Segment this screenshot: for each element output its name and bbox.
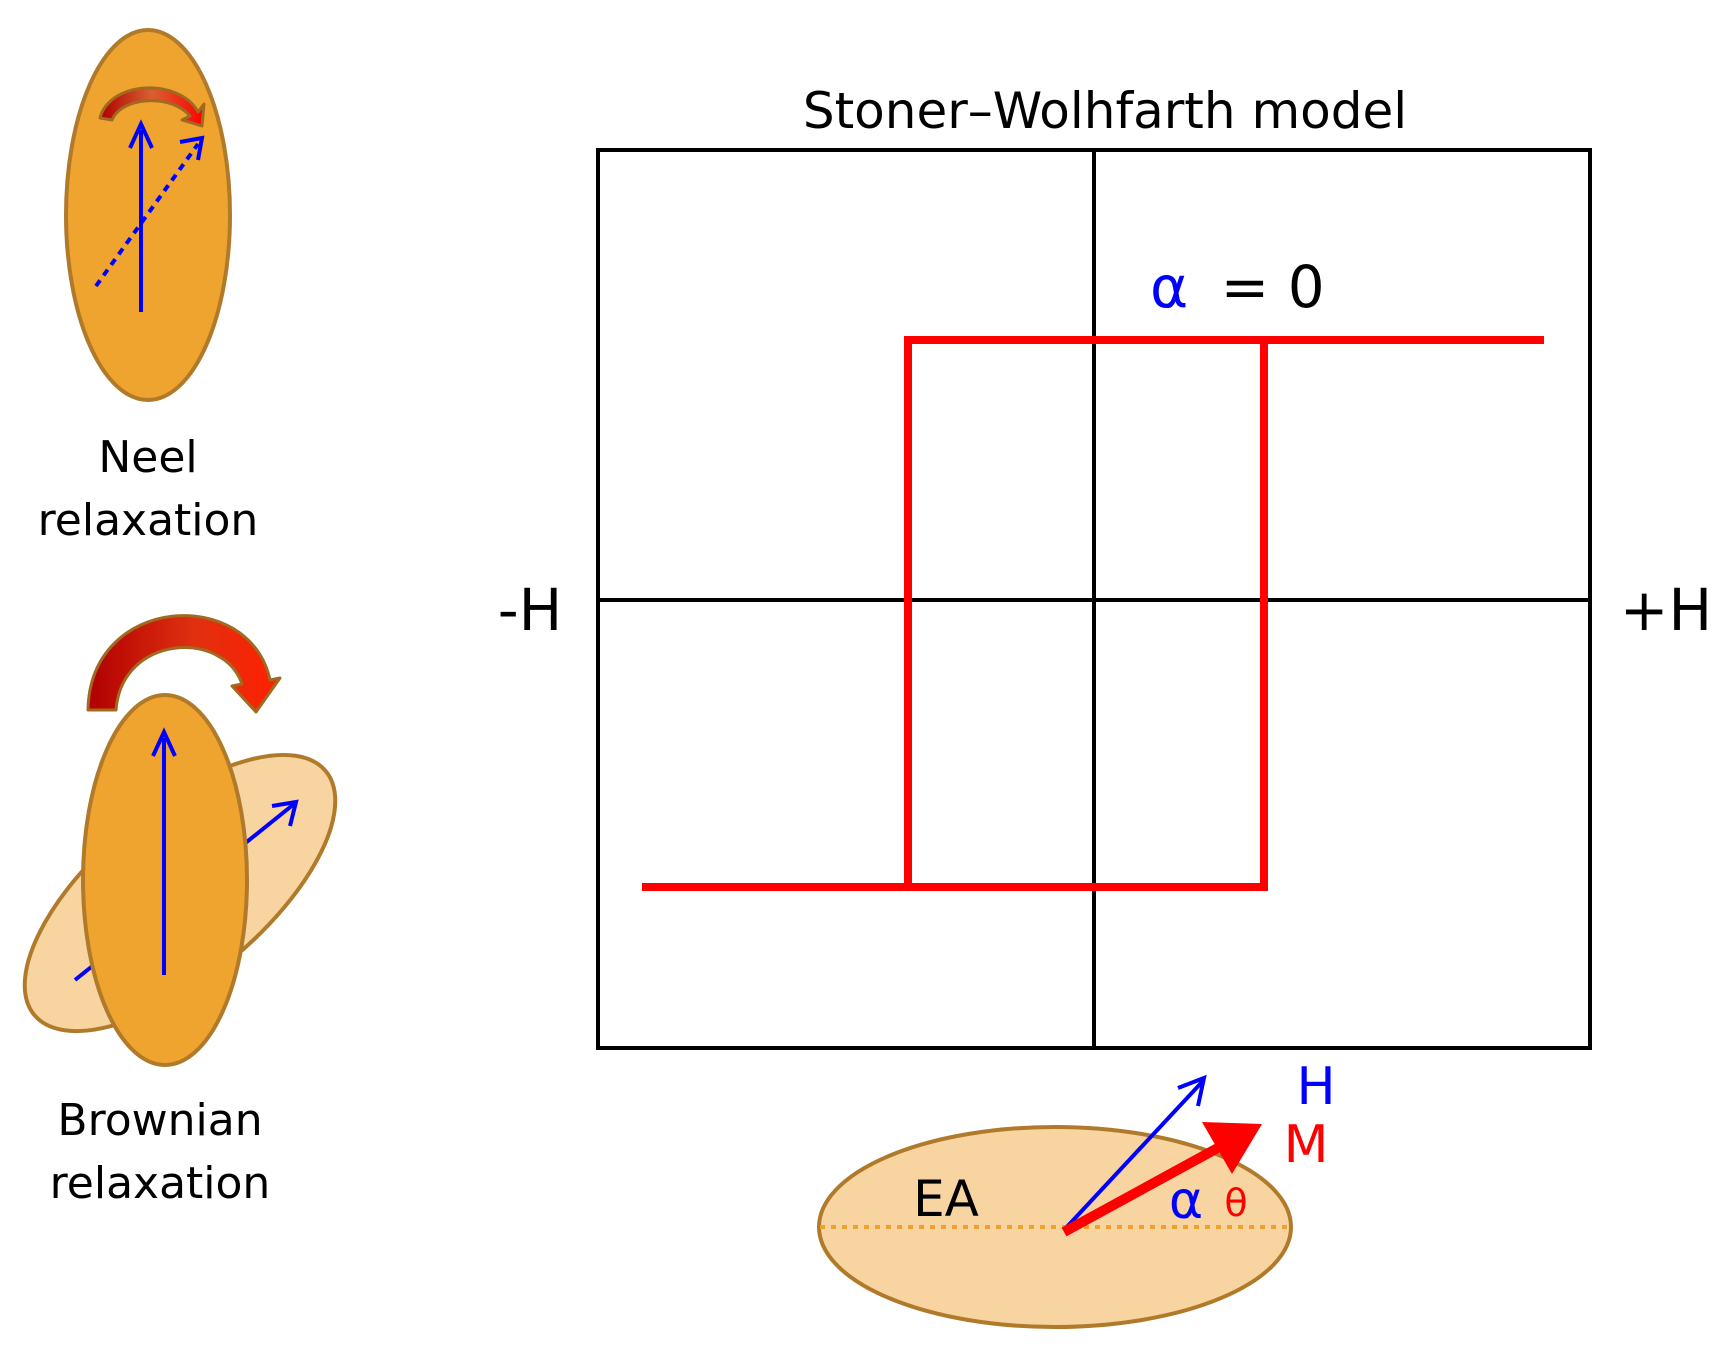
sw-alpha-label: α = 0: [1150, 253, 1325, 321]
sw-upper-branch: [904, 336, 1544, 887]
sw-hysteresis-loop: [642, 336, 1544, 891]
stoner-wohlfarth-plot: Stoner–Wolhfarth model α = 0 -H +H: [498, 82, 1712, 1050]
brownian-relaxation-diagram: Brownian relaxation: [22, 614, 338, 1209]
brownian-rotation-arrow-icon: [86, 614, 282, 714]
sw-alpha-symbol: α: [1150, 253, 1188, 321]
sw-particle-schematic: EA H M α θ: [817, 1057, 1336, 1329]
magnetization-arrow-icon: [1061, 1122, 1262, 1237]
sw-negative-h-label: -H: [498, 576, 563, 644]
brownian-label-line2: relaxation: [50, 1158, 271, 1209]
brownian-moment-arrow-icon: [151, 727, 177, 975]
brownian-label-line1: Brownian: [57, 1095, 262, 1146]
neel-rotated-moment-arrow-icon: [94, 135, 205, 288]
easy-axis-label: EA: [913, 1170, 979, 1228]
field-label: H: [1296, 1057, 1335, 1117]
particle-alpha-label: α: [1169, 1171, 1203, 1231]
neel-particle: [64, 28, 232, 402]
magnetization-label: M: [1284, 1115, 1329, 1175]
sw-title: Stoner–Wolhfarth model: [803, 82, 1407, 140]
neel-rotation-arrow-icon: [98, 86, 206, 128]
sw-positive-h-label: +H: [1620, 576, 1712, 644]
neel-relaxation-diagram: Neel relaxation: [38, 28, 259, 546]
neel-label-line1: Neel: [98, 432, 197, 483]
neel-label-line2: relaxation: [38, 495, 259, 546]
sw-alpha-value: = 0: [1221, 253, 1325, 321]
sw-lower-branch: [642, 340, 1268, 891]
field-arrow-icon: [1062, 1074, 1207, 1232]
particle-theta-label: θ: [1224, 1181, 1247, 1225]
